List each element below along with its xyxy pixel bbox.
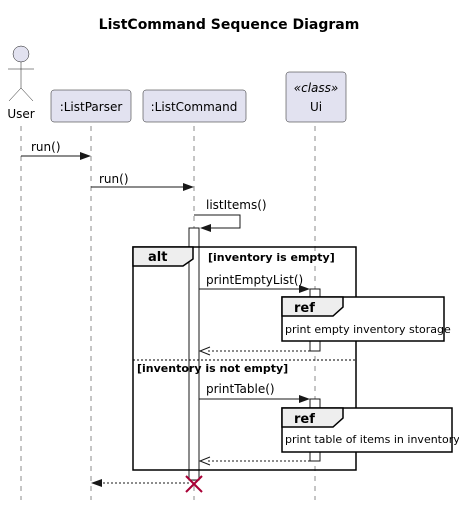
participant-ui-box — [285, 71, 347, 123]
actor-user: User — [7, 45, 35, 121]
arrowhead — [299, 285, 310, 293]
alt-guard-empty: [inventory is empty] — [208, 251, 335, 264]
arrowhead — [198, 346, 211, 356]
participant-ui-label: Ui — [310, 100, 322, 114]
arrowhead — [183, 183, 194, 191]
participant-listcommand: :ListCommand — [142, 89, 247, 123]
participant-listparser: :ListParser — [50, 89, 132, 123]
ref-2-keyword: ref — [294, 412, 315, 427]
ref-2-text: print table of items in inventory — [285, 433, 459, 446]
ref-frame-2-tab — [281, 407, 344, 428]
ref-frame-1-tab — [281, 296, 344, 317]
actor-head — [12, 45, 30, 63]
alt-frame-tab — [132, 246, 194, 267]
participant-listcommand-box — [142, 89, 247, 123]
participant-ui: «class» Ui — [285, 71, 347, 123]
actor-user-label: User — [7, 107, 34, 121]
destroy-stroke-2 — [185, 475, 203, 493]
arrowhead — [91, 479, 102, 487]
diagram-title: ListCommand Sequence Diagram — [99, 17, 360, 33]
arrowhead — [198, 456, 211, 466]
ref-1-keyword: ref — [294, 301, 315, 316]
arrowhead — [80, 152, 91, 160]
message-listitems-line — [194, 214, 241, 229]
arrowhead — [299, 395, 310, 403]
destroy-icon — [185, 475, 203, 493]
message-run-parser-label: run() — [99, 172, 129, 186]
alt-keyword: alt — [148, 250, 167, 265]
participant-listparser-label: :ListParser — [60, 100, 123, 114]
message-printemptylist-label: printEmptyList() — [206, 273, 303, 287]
ref-1-text: print empty inventory storage — [285, 323, 451, 336]
participant-ui-stereotype: «class» — [294, 81, 339, 95]
actor-left-leg — [8, 87, 22, 102]
arrowhead — [200, 224, 211, 232]
message-printtable-label: printTable() — [206, 382, 275, 396]
alt-guard-not-empty: [inventory is not empty] — [137, 362, 288, 375]
actor-right-leg — [20, 87, 34, 102]
message-listitems-label: listItems() — [206, 198, 267, 212]
participant-listparser-box — [50, 89, 132, 123]
message-run-user-label: run() — [31, 140, 61, 154]
participant-listcommand-label: :ListCommand — [151, 100, 238, 114]
alt-frame — [132, 246, 357, 471]
activation-listcommand — [188, 227, 200, 481]
